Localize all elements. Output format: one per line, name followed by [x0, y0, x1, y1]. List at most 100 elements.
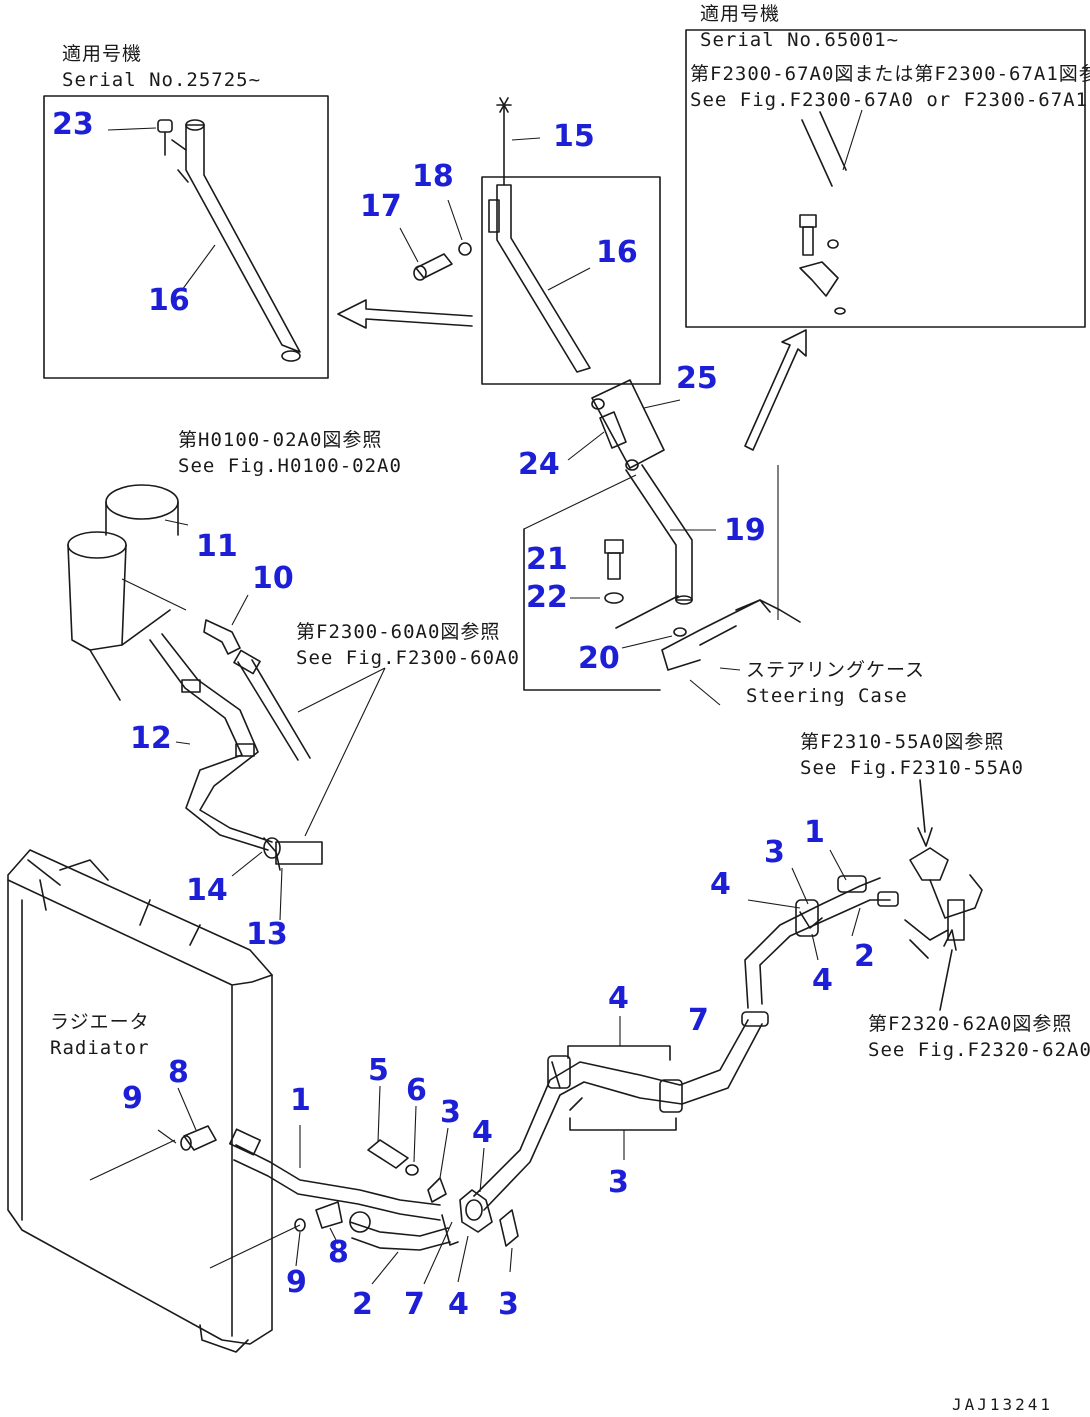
drawing-code: JAJ13241 — [952, 1395, 1053, 1414]
inset-frame-right — [685, 29, 1086, 328]
arrow-ref-f2310 — [917, 779, 933, 847]
ref-note-f2300-67-en: See Fig.F2300-67A0 or F2300-67A1 — [690, 89, 1088, 111]
pipe-end-right — [801, 111, 847, 187]
callout-6: 6 — [406, 1073, 427, 1108]
callout-17: 17 — [360, 189, 402, 224]
bracket-4-7 — [567, 1045, 671, 1061]
pipe-16-left — [157, 119, 301, 362]
clamp-4-7-lower — [441, 1189, 493, 1246]
ref-note-f2310-en: See Fig.F2310-55A0 — [800, 757, 1024, 779]
callout-4-lower-bottom: 4 — [448, 1287, 469, 1322]
callout-3-bracket: 3 — [608, 1165, 629, 1200]
elbow-10 — [203, 619, 241, 655]
callout-16-center: 16 — [596, 235, 638, 270]
serial-note-right-en: Serial No.65001~ — [700, 29, 899, 51]
callout-15: 15 — [553, 119, 595, 154]
callout-9-upper: 9 — [122, 1081, 143, 1116]
pipe-19 — [615, 464, 693, 629]
inset-frame-center — [481, 176, 661, 385]
callout-3-lower-small: 3 — [440, 1095, 461, 1130]
steering-case-label-jp: ステアリングケース — [746, 659, 925, 681]
dipstick-15 — [496, 97, 512, 186]
callout-19: 19 — [724, 513, 766, 548]
serial-note-left-en: Serial No.25725~ — [62, 69, 261, 91]
leader-ref-f2300-60 — [297, 667, 386, 837]
hose-1-lower — [229, 1128, 441, 1221]
hose-2-lower — [349, 1211, 451, 1251]
callout-1-lower: 1 — [290, 1083, 311, 1118]
callout-2-lower: 2 — [352, 1287, 373, 1322]
serial-note-right-jp: 適用号機 — [700, 3, 780, 25]
hose-12 — [149, 633, 273, 851]
callout-3-upper: 3 — [764, 835, 785, 870]
washer-6 — [405, 1164, 419, 1176]
callout-5: 5 — [368, 1053, 389, 1088]
callout-8-upper: 8 — [168, 1055, 189, 1090]
radiator-label-jp: ラジエータ — [50, 1011, 150, 1033]
ref-note-f2300-60-jp: 第F2300-60A0図参照 — [296, 621, 500, 643]
washer-22 — [604, 592, 624, 604]
inset-frame-left — [43, 95, 329, 379]
callout-2-upper: 2 — [854, 939, 875, 974]
callout-7-right: 7 — [688, 1003, 709, 1038]
steering-case — [661, 599, 801, 671]
block-25 — [591, 379, 665, 471]
washer-20 — [673, 627, 687, 637]
steering-detail-frame — [523, 528, 661, 691]
ref-note-f2320-jp: 第F2320-62A0図参照 — [868, 1013, 1072, 1035]
valve-block-upper-right — [904, 847, 983, 959]
callout-21: 21 — [526, 542, 568, 577]
bolt-21 — [604, 539, 624, 580]
callout-20: 20 — [578, 641, 620, 676]
filter-assembly — [67, 484, 179, 701]
callout-4-lower-top: 4 — [472, 1115, 493, 1150]
callout-16-left: 16 — [148, 283, 190, 318]
callout-13: 13 — [246, 917, 288, 952]
callout-25: 25 — [676, 361, 718, 396]
ref-note-h0100-jp: 第H0100-02A0図参照 — [178, 429, 382, 451]
hose-10-to-12 — [233, 649, 311, 761]
hose-main — [473, 1011, 769, 1211]
callout-9-lower: 9 — [286, 1265, 307, 1300]
washer-18 — [458, 242, 472, 256]
callout-18: 18 — [412, 159, 454, 194]
hose-upper-right — [744, 875, 899, 1009]
bolt-17 — [413, 253, 453, 281]
callout-23: 23 — [52, 107, 94, 142]
clip-3-right — [499, 1209, 519, 1247]
callout-3-lower-right: 3 — [498, 1287, 519, 1322]
bolt-right — [799, 214, 846, 315]
clamp-13-14 — [263, 837, 323, 871]
callout-4-upper-left: 4 — [710, 867, 731, 902]
ref-note-h0100-en: See Fig.H0100-02A0 — [178, 455, 402, 477]
steering-detail-line — [523, 474, 637, 530]
steering-case-label-en: Steering Case — [746, 685, 908, 707]
ref-note-f2300-67-jp: 第F2300-67A0図または第F2300-67A1図参照 — [690, 63, 1090, 85]
callout-7-lower: 7 — [404, 1287, 425, 1322]
callout-4-bracket: 4 — [608, 981, 629, 1016]
transfer-arrow-right — [744, 329, 807, 451]
radiator — [7, 849, 273, 1353]
ref-note-f2310-jp: 第F2310-55A0図参照 — [800, 731, 1004, 753]
serial-note-left-jp: 適用号機 — [62, 43, 142, 65]
washer-9-lower — [294, 1218, 306, 1232]
ref-note-f2320-en: See Fig.F2320-62A0 — [868, 1039, 1090, 1061]
callout-22: 22 — [526, 580, 568, 615]
fitting-8-lower — [315, 1201, 343, 1229]
callout-11: 11 — [196, 529, 238, 564]
callout-1-upper: 1 — [804, 815, 825, 850]
callout-8-lower: 8 — [328, 1235, 349, 1270]
radiator-label-en: Radiator — [50, 1037, 150, 1059]
transfer-arrow-left — [337, 299, 473, 329]
clip-3-small — [427, 1177, 447, 1203]
arrow-ref-f2320 — [939, 929, 957, 1011]
callout-14: 14 — [186, 873, 228, 908]
callout-4-upper-bottom: 4 — [812, 963, 833, 998]
callout-24: 24 — [518, 447, 560, 482]
callout-12: 12 — [130, 721, 172, 756]
fitting-8-upper — [180, 1125, 217, 1151]
ref-note-f2300-60-en: See Fig.F2300-60A0 — [296, 647, 520, 669]
bolt-5 — [367, 1139, 409, 1169]
